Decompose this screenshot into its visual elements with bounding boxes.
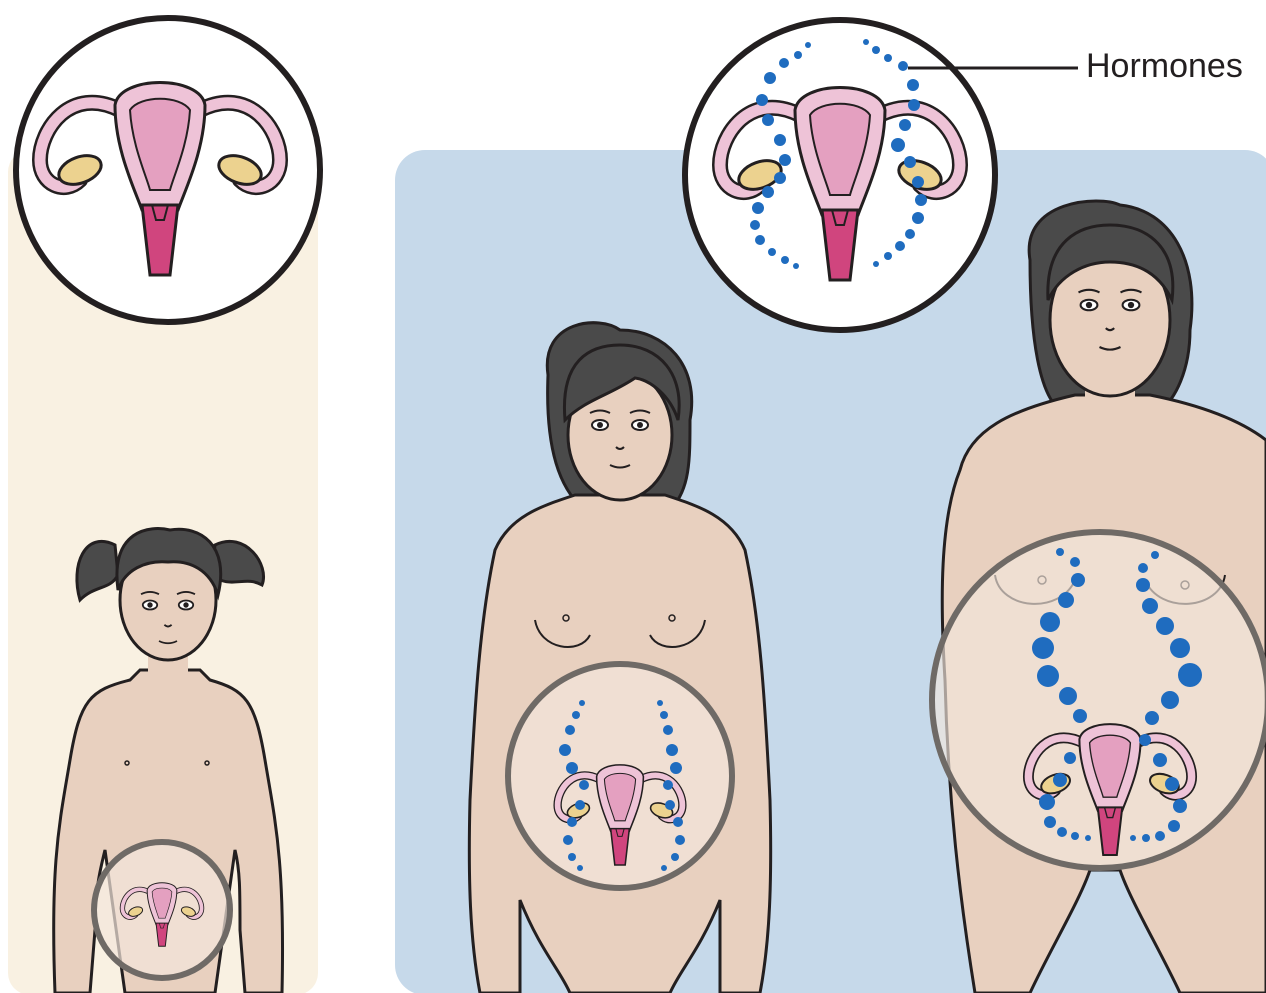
child-zoom-circle: [16, 18, 320, 322]
hormones-label: Hormones: [1086, 47, 1243, 85]
